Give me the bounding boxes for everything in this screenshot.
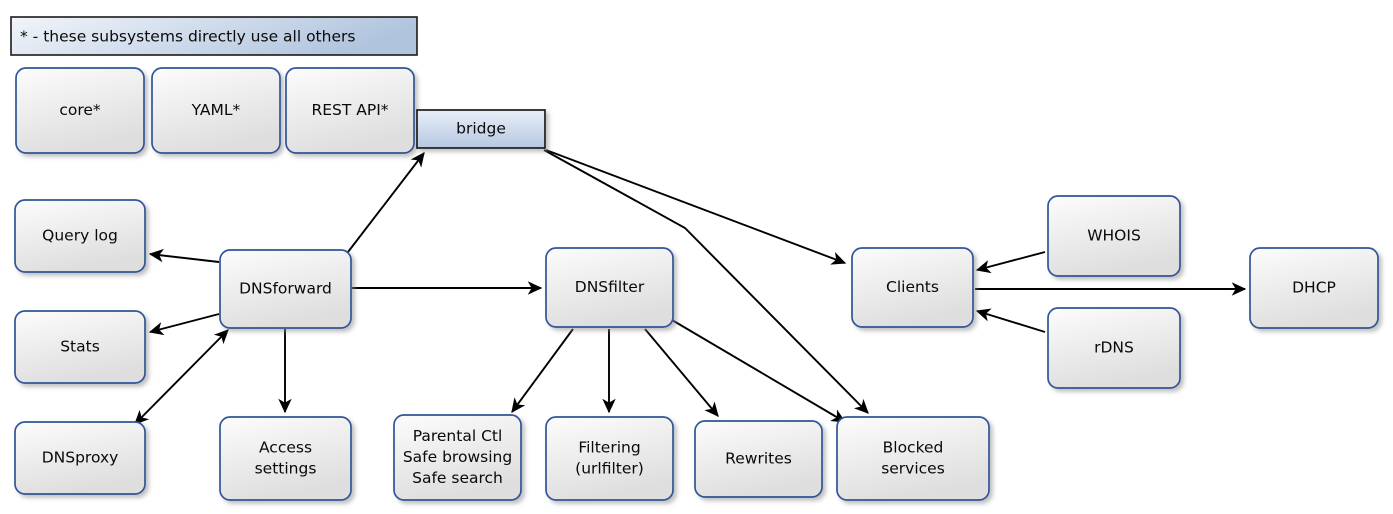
node-blocked[interactable]: Blocked services bbox=[836, 416, 990, 501]
node-label-blocked: Blocked bbox=[883, 439, 944, 457]
node-core[interactable]: core* bbox=[15, 67, 145, 154]
node-whois[interactable]: WHOIS bbox=[1047, 195, 1181, 277]
node-access[interactable]: Access settings bbox=[219, 416, 352, 501]
node-dhcp[interactable]: DHCP bbox=[1249, 247, 1379, 329]
node-rdns[interactable]: rDNS bbox=[1047, 307, 1181, 389]
node-label-parental: Safe search bbox=[412, 469, 503, 487]
node-label-querylog: Query log bbox=[42, 227, 118, 245]
node-box-rewrites bbox=[694, 420, 823, 498]
edges-layer bbox=[134, 149, 1247, 425]
edge-dnsforward-stats bbox=[148, 313, 220, 336]
node-label-access: Access bbox=[259, 439, 312, 457]
node-box-blocked bbox=[836, 416, 990, 501]
node-box-dnsforward bbox=[219, 249, 352, 329]
node-box-dhcp bbox=[1249, 247, 1379, 329]
node-dnsforward[interactable]: DNSforward bbox=[219, 249, 352, 329]
node-label-clients: Clients bbox=[886, 278, 939, 296]
node-box-whois bbox=[1047, 195, 1181, 277]
node-label-restapi: REST API* bbox=[311, 101, 388, 119]
node-label-stats: Stats bbox=[60, 338, 100, 356]
legend-text: * - these subsystems directly use all ot… bbox=[20, 28, 355, 46]
edge-bridge-blocked bbox=[543, 149, 869, 414]
node-box-access bbox=[219, 416, 352, 501]
node-label-dhcp: DHCP bbox=[1292, 279, 1336, 297]
edge-dnsforward-bridge bbox=[347, 151, 425, 253]
edge-whois-clients bbox=[975, 251, 1046, 274]
edge-dnsfilter-parental bbox=[511, 328, 574, 414]
node-filtering[interactable]: Filtering (urlfilter) bbox=[545, 416, 674, 501]
node-box-restapi bbox=[285, 67, 415, 154]
node-label-rdns: rDNS bbox=[1094, 339, 1134, 357]
node-restapi[interactable]: REST API* bbox=[285, 67, 415, 154]
edge-dnsforward-querylog bbox=[148, 248, 220, 263]
node-label-filtering: Filtering bbox=[578, 439, 640, 457]
node-label-bridge: bridge bbox=[456, 120, 506, 138]
node-label-filtering: (urlfilter) bbox=[575, 460, 644, 478]
node-label-blocked: services bbox=[881, 460, 945, 478]
node-dnsfilter[interactable]: DNSfilter bbox=[545, 247, 674, 328]
node-box-bridge bbox=[416, 109, 546, 149]
node-box-parental bbox=[393, 414, 522, 501]
edge-rdns-clients bbox=[975, 308, 1046, 333]
node-label-dnsforward: DNSforward bbox=[239, 280, 332, 298]
node-label-dnsfilter: DNSfilter bbox=[575, 278, 645, 296]
node-rewrites[interactable]: Rewrites bbox=[694, 420, 823, 498]
node-box-filtering bbox=[545, 416, 674, 501]
node-label-dnsproxy: DNSproxy bbox=[42, 449, 119, 467]
node-label-parental: Parental Ctl bbox=[413, 427, 503, 445]
edge-dnsforward-dnsproxy bbox=[134, 329, 229, 425]
node-label-access: settings bbox=[255, 460, 317, 478]
node-box-yaml bbox=[151, 67, 281, 154]
node-label-rewrites: Rewrites bbox=[725, 450, 792, 468]
edge-dnsfilter-rewrites bbox=[644, 328, 719, 417]
legend-note: * - these subsystems directly use all ot… bbox=[10, 16, 418, 56]
legend-box bbox=[10, 16, 418, 56]
node-box-rdns bbox=[1047, 307, 1181, 389]
node-box-core bbox=[15, 67, 145, 154]
node-stats[interactable]: Stats bbox=[14, 310, 146, 384]
node-label-whois: WHOIS bbox=[1087, 227, 1141, 245]
node-label-parental: Safe browsing bbox=[403, 448, 512, 466]
node-box-clients bbox=[851, 247, 974, 328]
node-label-yaml: YAML* bbox=[191, 101, 241, 119]
edge-dnsfilter-blocked bbox=[671, 319, 847, 423]
node-label-core: core* bbox=[59, 101, 101, 119]
node-yaml[interactable]: YAML* bbox=[151, 67, 281, 154]
node-box-dnsproxy bbox=[14, 421, 146, 495]
node-box-dnsfilter bbox=[545, 247, 674, 328]
node-bridge[interactable]: bridge bbox=[416, 109, 546, 149]
node-box-stats bbox=[14, 310, 146, 384]
node-box-querylog bbox=[14, 199, 146, 273]
node-querylog[interactable]: Query log bbox=[14, 199, 146, 273]
node-dnsproxy[interactable]: DNSproxy bbox=[14, 421, 146, 495]
node-clients[interactable]: Clients bbox=[851, 247, 974, 328]
edge-bridge-clients bbox=[545, 149, 847, 265]
